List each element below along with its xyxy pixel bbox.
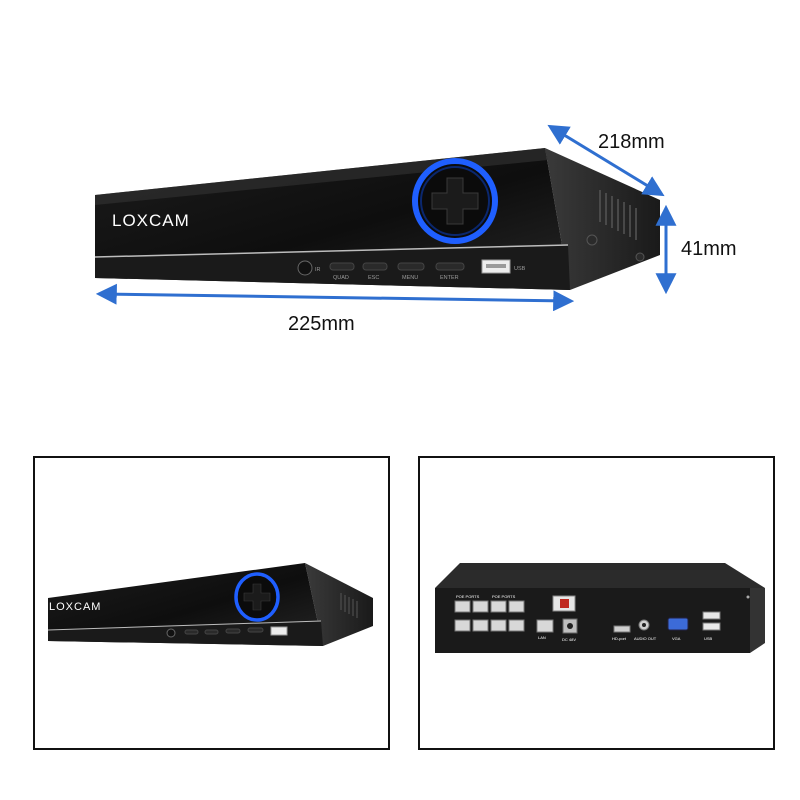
enter-label: ENTER [440, 275, 459, 281]
main-product-illustration: LOXCAM IR QUAD ESC MENU ENTER USB [94, 124, 677, 312]
chassis-side [750, 588, 765, 653]
chassis-top [435, 563, 765, 588]
poe-group-label: POE PORTS [492, 594, 516, 599]
quad-label: QUAD [333, 275, 349, 281]
dial-cross [431, 177, 479, 225]
poe-port[interactable] [454, 600, 471, 613]
side-screw [586, 234, 598, 246]
poe-port[interactable] [454, 619, 471, 632]
power-label: DC 48V [562, 637, 576, 642]
navigation-dial [412, 158, 498, 244]
brand-logo: LOXCAM [112, 211, 190, 230]
bezel-line [47, 620, 322, 631]
usb-port-slot [486, 264, 506, 268]
usb-port[interactable] [702, 622, 721, 631]
rear-view-frame: POE PORTS POE PORTS LAN DC 48V HD-port A… [418, 456, 775, 750]
menu-label: MENU [402, 275, 418, 281]
poe-port[interactable] [490, 619, 507, 632]
poe-port[interactable] [472, 619, 489, 632]
width-arrow [95, 283, 575, 312]
esc-button[interactable] [204, 629, 219, 635]
rear-view-illustration: POE PORTS POE PORTS LAN DC 48V HD-port A… [435, 563, 765, 653]
dc-jack-hole [567, 623, 573, 629]
top-highlight [95, 148, 548, 205]
front-view-illustration: LOXCAM [47, 563, 373, 646]
vga-label: VGA [672, 636, 681, 641]
depth-label: 218mm [598, 131, 665, 153]
ir-label: IR [315, 267, 321, 273]
usb-label: USB [514, 266, 526, 272]
depth-arrow [547, 124, 665, 197]
lan-port[interactable] [536, 619, 554, 633]
ir-sensor [166, 628, 176, 638]
reset-hole [746, 595, 750, 599]
side-screw [635, 252, 645, 262]
audio-label: AUDIO OUT [634, 636, 657, 641]
esc-label: ESC [368, 275, 379, 281]
vga-port[interactable] [667, 617, 689, 631]
side-vents [599, 190, 637, 240]
audio-jack-hole [642, 623, 646, 627]
quad-button[interactable] [184, 629, 199, 635]
poe-port[interactable] [508, 600, 525, 613]
enter-button[interactable] [247, 627, 264, 633]
poe-ports [454, 600, 525, 632]
main-product-view: LOXCAM IR QUAD ESC MENU ENTER USB 218mm … [0, 0, 800, 380]
chassis-side [305, 563, 373, 646]
poe-port[interactable] [472, 600, 489, 613]
width-label: 225mm [288, 313, 355, 335]
enter-button[interactable] [435, 262, 465, 271]
poe-port[interactable] [508, 619, 525, 632]
poe-port[interactable] [490, 600, 507, 613]
hdmi-label: HD-port [612, 636, 627, 641]
hdmi-port[interactable] [613, 625, 631, 633]
usb-port[interactable] [270, 626, 288, 636]
brand-logo: LOXCAM [49, 601, 101, 613]
power-switch-rocker [560, 599, 569, 608]
esc-button[interactable] [362, 262, 388, 271]
menu-button[interactable] [225, 628, 241, 634]
dial-cross [243, 583, 271, 611]
front-view-frame: LOXCAM [33, 456, 390, 750]
bezel-line [94, 244, 569, 258]
poe-group-label: POE PORTS [456, 594, 480, 599]
menu-button[interactable] [397, 262, 425, 271]
lan-label: LAN [538, 635, 546, 640]
side-vents [340, 593, 358, 618]
height-label: 41mm [681, 238, 737, 260]
usb-label: USB [704, 636, 713, 641]
ir-sensor [297, 260, 313, 276]
usb-port[interactable] [702, 611, 721, 620]
quad-button[interactable] [329, 262, 355, 271]
